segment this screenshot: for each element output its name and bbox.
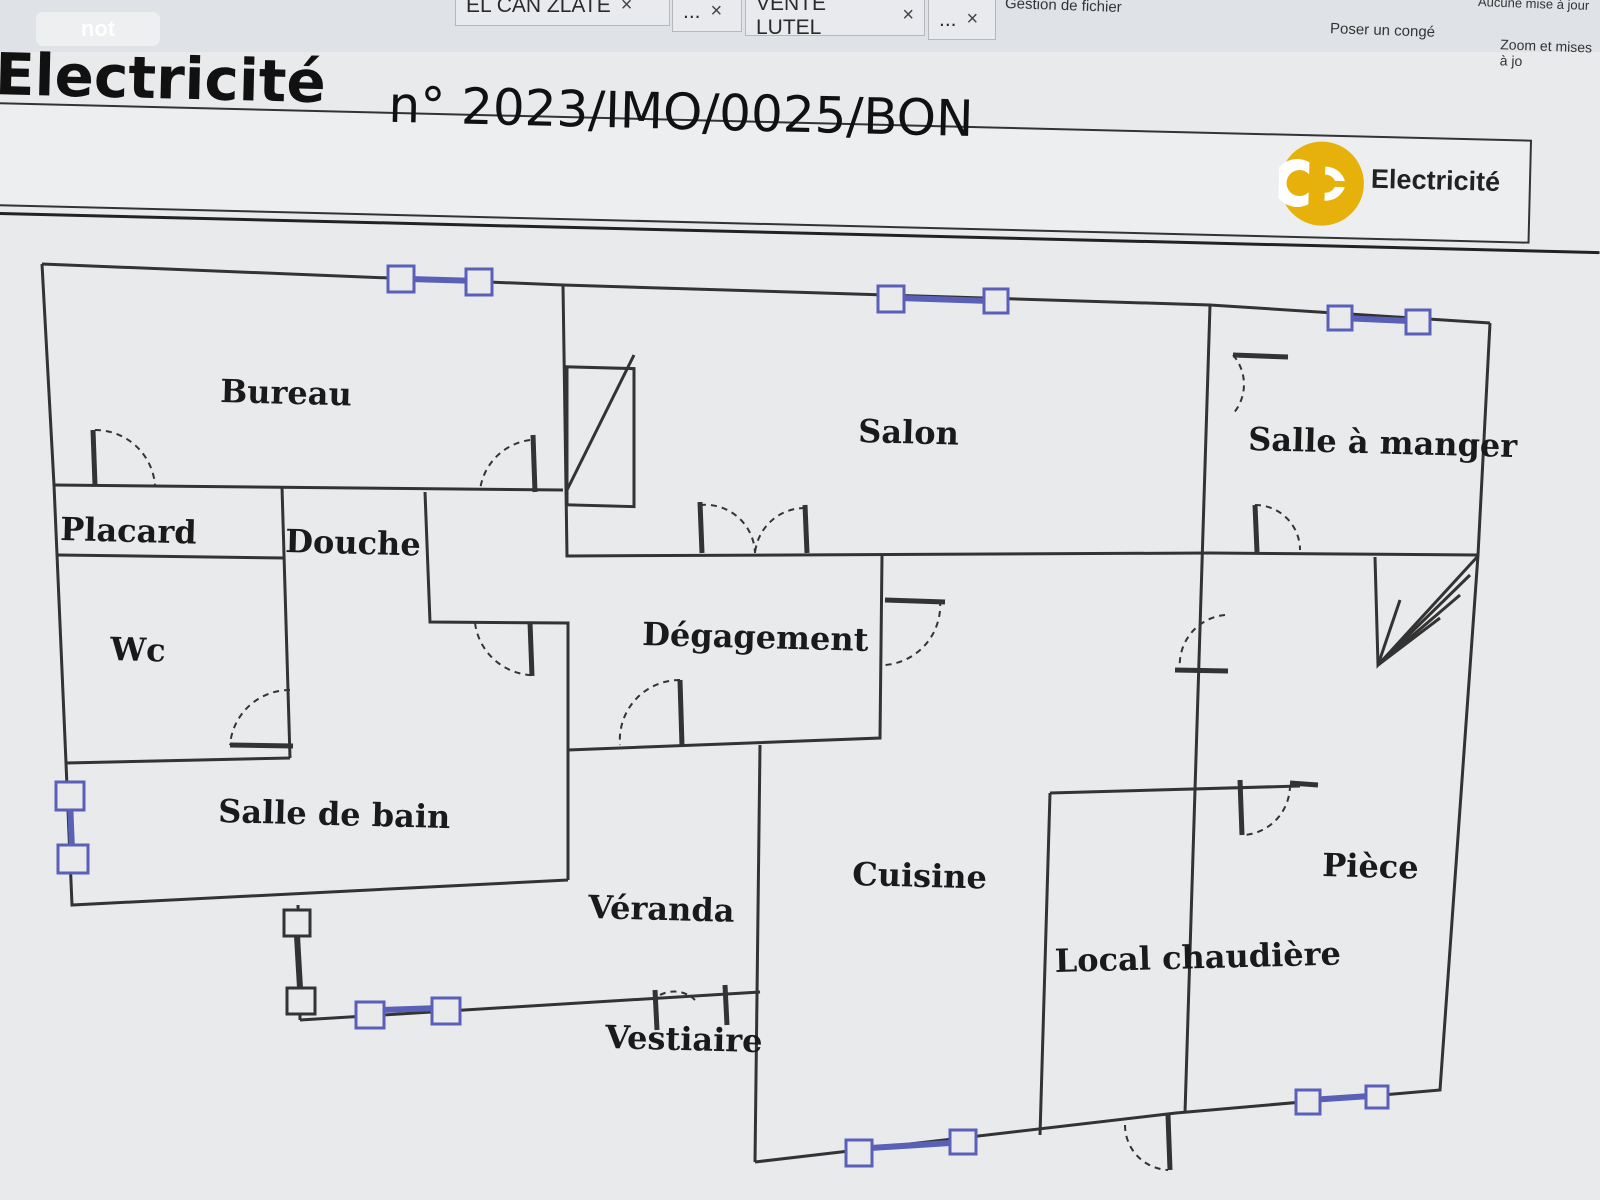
room-label-local-chaudiere: Local chaudière: [1054, 935, 1341, 980]
watermark-badge: not: [36, 12, 160, 46]
tab-label: VENTE LUTEL: [756, 0, 827, 39]
tab-label: ...: [683, 0, 701, 23]
close-icon[interactable]: ×: [620, 0, 633, 16]
tab-ellipsis-2[interactable]: ... ×: [928, 0, 996, 40]
room-label-salon: Salon: [858, 412, 960, 453]
room-label-cuisine: Cuisine: [852, 855, 988, 897]
tab-ellipsis-1[interactable]: ... ×: [672, 0, 742, 32]
document-header: Electricité n° 2023/IMO/0025/BON Electri…: [0, 40, 1535, 244]
room-label-douche: Douche: [285, 522, 421, 564]
tab-label: ...: [939, 7, 957, 31]
room-label-salle-a-manger: Salle à manger: [1248, 420, 1519, 465]
windows: [54, 264, 1432, 1168]
door-swings: [94, 354, 1301, 1171]
room-label-placard: Placard: [60, 510, 197, 552]
room-label-degagement: Dégagement: [642, 615, 869, 659]
fixed-windows: [282, 908, 317, 1016]
tab-vente-lutel[interactable]: VENTE LUTEL ×: [745, 0, 925, 39]
room-label-salle-de-bain: Salle de bain: [218, 792, 451, 836]
room-label-veranda: Véranda: [587, 888, 735, 930]
electricite-logo-icon: [1277, 141, 1364, 226]
close-icon[interactable]: ×: [710, 0, 723, 22]
close-icon[interactable]: ×: [966, 8, 979, 30]
door-leaves: [90, 352, 1319, 1171]
room-label-wc: Wc: [109, 630, 166, 669]
tab-label: EL CAN ZLATE: [466, 0, 611, 17]
room-label-piece: Pièce: [1322, 846, 1419, 887]
room-label-vestiaire: Vestiaire: [604, 1018, 763, 1060]
tab-el-can-zlate[interactable]: EL CAN ZLATE ×: [455, 0, 670, 26]
close-icon[interactable]: ×: [902, 4, 914, 26]
room-label-bureau: Bureau: [220, 372, 352, 413]
